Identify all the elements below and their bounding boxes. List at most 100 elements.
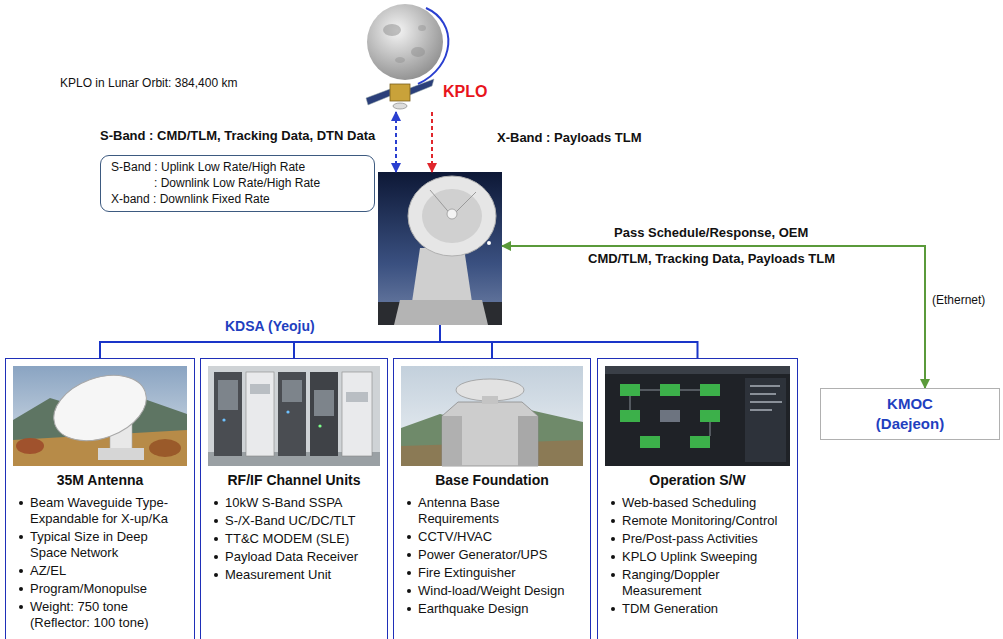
- bullet-dot: [407, 501, 411, 505]
- bullet-dot: [19, 587, 23, 591]
- rack-unit: [346, 392, 368, 402]
- spacecraft-body: [390, 84, 410, 101]
- connector: [502, 246, 925, 388]
- link-rate-text: S-Band : Uplink Low Rate/High Rate: [111, 159, 364, 175]
- connector: [440, 325, 698, 358]
- spacecraft-node: KPLO: [365, 3, 445, 112]
- subsystem-panel: 35M AntennaBeam Waveguide Type-Expandabl…: [5, 358, 195, 639]
- status-block: [700, 410, 720, 422]
- bullet-dot: [214, 519, 218, 523]
- bullet-dot: [214, 573, 218, 577]
- station-name: KDSA (Yeoju): [225, 318, 315, 334]
- bullet-item: Earthquake Design: [402, 601, 582, 617]
- bullet-dot: [214, 537, 218, 541]
- panel-title: 35M Antenna: [14, 471, 186, 489]
- bullet-item: KPLO Uplink Sweeping: [606, 549, 789, 565]
- bullet-item: Ranging/Doppler Measurement: [606, 567, 789, 599]
- status-block: [640, 436, 660, 448]
- bullet-dot: [19, 569, 23, 573]
- bullet-dot: [19, 535, 23, 539]
- moon-crater: [395, 57, 405, 63]
- bullet-item: Beam Waveguide Type-Expandable for X-up/…: [14, 495, 186, 527]
- network-label: (Ethernet): [932, 293, 985, 307]
- panel-title: Operation S/W: [606, 471, 789, 489]
- rack: [246, 372, 274, 456]
- orbit-arc: [418, 8, 448, 84]
- bullet-item: Typical Size in Deep Space Network: [14, 529, 186, 561]
- link-info-box: S-Band : Uplink Low Rate/High Rate: Down…: [100, 155, 375, 212]
- title-bar: [605, 366, 790, 374]
- status-block: [700, 384, 720, 396]
- log-line: [750, 409, 772, 411]
- bullet-item: Pre/Post-pass Activities: [606, 531, 789, 547]
- equipment-room-photo: [208, 366, 380, 466]
- tree: [16, 438, 44, 454]
- connector: [294, 325, 440, 358]
- bullet-item: Fire Extinguisher: [402, 565, 582, 581]
- status-block: [620, 410, 640, 422]
- spacecraft-dish: [393, 103, 407, 109]
- link-rate-text: : Downlink Low Rate/High Rate: [111, 175, 364, 191]
- link-label: CMD/TLM, Tracking Data, Payloads TLM: [588, 251, 835, 266]
- log-line: [750, 393, 776, 395]
- bullet-item: Wind-load/Weight Design: [402, 583, 582, 599]
- antenna-dish: [408, 176, 496, 256]
- bullet-dot: [611, 607, 615, 611]
- link-rate-text: X-band : Downlink Fixed Rate: [111, 191, 364, 207]
- bullet-dot: [19, 501, 23, 505]
- base-photo: [401, 366, 583, 466]
- bullet-dot: [407, 589, 411, 593]
- antenna-dish: [45, 363, 156, 452]
- bullet-dot: [611, 519, 615, 523]
- antenna-base: [394, 300, 488, 325]
- bullet-item: Web-based Scheduling: [606, 495, 789, 511]
- link-label: Pass Schedule/Response, OEM: [614, 225, 808, 240]
- side-panel: [745, 378, 786, 462]
- moon-crater: [411, 47, 425, 57]
- antenna-dish-inner: [422, 189, 482, 243]
- bullet-item: Weight: 750 tone (Reflector: 100 tone): [14, 599, 186, 631]
- rack-unit: [250, 384, 270, 394]
- panel-title: Base Foundation: [402, 471, 582, 489]
- antenna-pedestal: [412, 248, 472, 302]
- bullet-item: CCTV/HVAC: [402, 529, 582, 545]
- ground-antenna-node: KDSA (Yeoju): [378, 172, 502, 325]
- antenna-base: [98, 448, 144, 460]
- bullet-dot: [611, 501, 615, 505]
- rack: [310, 372, 338, 456]
- bullet-item: S-/X-Band UC/DC/TLT: [209, 513, 379, 529]
- center-name: KMOC (Daejeon): [865, 394, 955, 434]
- signal-line: [710, 422, 711, 436]
- bullet-dot: [407, 535, 411, 539]
- bullet-item: Antenna Base Requirements: [402, 495, 582, 527]
- signal-line: [640, 390, 660, 391]
- moon: [367, 4, 443, 80]
- subsystem-panel: RF/IF Channel Units10kW S-Band SSPAS-/X-…: [200, 358, 388, 639]
- status-block: [690, 436, 710, 448]
- bullet-item: Measurement Unit: [209, 567, 379, 583]
- bullet-dot: [407, 553, 411, 557]
- bullet-dot: [19, 605, 23, 609]
- signal-line: [630, 396, 631, 410]
- bullet-item: TDM Generation: [606, 601, 789, 617]
- subreflector: [447, 209, 457, 219]
- subsystem-panel: Base FoundationAntenna Base Requirements…: [393, 358, 591, 639]
- antenna-photo: [378, 172, 502, 325]
- bullet-item: AZ/EL: [14, 563, 186, 579]
- link-label: X-Band : Payloads TLM: [497, 130, 641, 145]
- solar-panel: [410, 79, 434, 95]
- signal-line: [680, 390, 700, 391]
- connector: [431, 112, 433, 172]
- panel-title: RF/IF Channel Units: [209, 471, 379, 489]
- log-line: [750, 401, 782, 403]
- bullet-dot: [611, 555, 615, 559]
- bullet-dot: [407, 607, 411, 611]
- tree: [149, 439, 181, 457]
- led: [318, 424, 321, 427]
- rack: [342, 372, 372, 456]
- spacecraft-name: KPLO: [443, 83, 487, 101]
- moon-crater: [383, 24, 401, 36]
- software-screenshot: [605, 366, 790, 466]
- led: [286, 410, 289, 413]
